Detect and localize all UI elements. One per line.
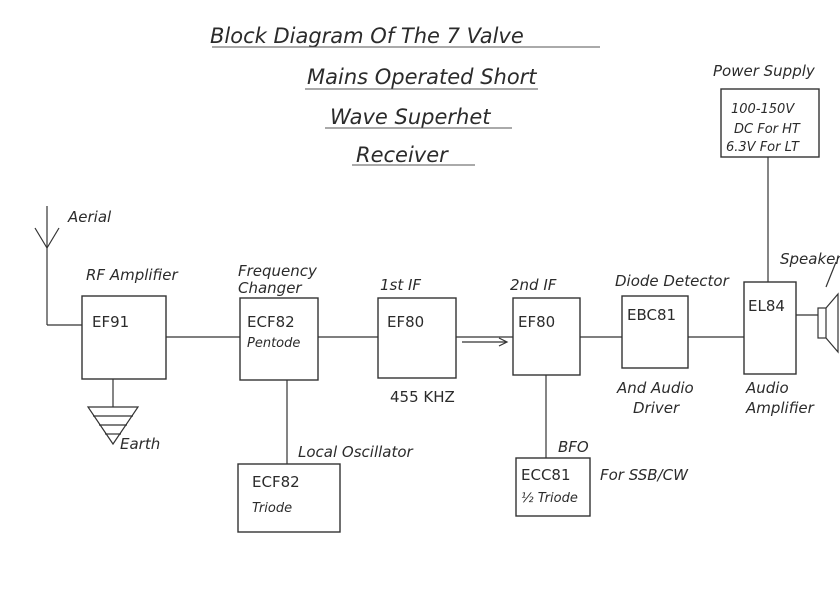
first-if-label: 1st IF bbox=[380, 276, 421, 294]
earth-label: Earth bbox=[120, 435, 160, 453]
diode-detector-label: Diode Detector bbox=[615, 272, 730, 290]
bfo-note: For SSB/CW bbox=[600, 466, 689, 484]
block-diode-detector: Diode Detector EBC81 And Audio Driver bbox=[615, 272, 730, 417]
block-frequency-changer: Frequency Changer ECF82 Pentode bbox=[238, 262, 319, 381]
bfo-sub: ½ Triode bbox=[521, 491, 578, 506]
block-first-if: 1st IF EF80 bbox=[377, 276, 457, 379]
speaker-label: Speaker bbox=[780, 250, 840, 268]
signal-chain-wires bbox=[166, 314, 818, 464]
power-supply-label: Power Supply bbox=[713, 62, 816, 80]
block-second-if: 2nd IF EF80 bbox=[510, 276, 581, 376]
second-if-valve: EF80 bbox=[518, 313, 555, 331]
frequency-changer-valve: ECF82 bbox=[247, 313, 295, 331]
earth: Earth bbox=[86, 406, 160, 453]
power-supply-line-2: DC For HT bbox=[734, 122, 801, 137]
aerial-arm-left bbox=[34, 227, 48, 249]
speaker-magnet-icon bbox=[817, 307, 827, 339]
audio-amplifier-below-2: Amplifier bbox=[745, 399, 815, 417]
title-line-2: Mains Operated Short bbox=[307, 65, 537, 89]
second-if-label: 2nd IF bbox=[510, 276, 557, 294]
aerial-arm-right bbox=[46, 227, 60, 249]
bfo-valve: ECC81 bbox=[521, 466, 571, 484]
diode-detector-valve: EBC81 bbox=[627, 306, 676, 324]
power-supply: Power Supply 100-150V DC For HT 6.3V For… bbox=[713, 62, 820, 282]
local-oscillator-box bbox=[237, 463, 341, 533]
rf-amplifier-valve: EF91 bbox=[92, 313, 129, 331]
rf-amplifier-label: RF Amplifier bbox=[86, 266, 178, 284]
frequency-changer-sub: Pentode bbox=[247, 336, 300, 351]
if-frequency-note: 455 KHZ bbox=[390, 337, 509, 406]
title-line-4: Receiver bbox=[356, 143, 449, 167]
speaker: Speaker bbox=[780, 250, 840, 354]
title: Block Diagram Of The 7 Valve Mains Opera… bbox=[210, 24, 600, 167]
bfo-label: BFO bbox=[558, 438, 589, 456]
audio-amplifier-valve: EL84 bbox=[748, 297, 785, 315]
title-line-3: Wave Superhet bbox=[330, 105, 491, 129]
frequency-changer-label-1: Frequency bbox=[238, 262, 318, 280]
second-if-box bbox=[512, 297, 581, 376]
if-arrow-head-icon bbox=[498, 337, 509, 347]
aerial-label: Aerial bbox=[67, 208, 112, 226]
diode-detector-box bbox=[621, 295, 689, 369]
speaker-pointer bbox=[825, 261, 837, 288]
frequency-changer-box bbox=[239, 297, 319, 381]
rf-amplifier-box bbox=[81, 295, 167, 380]
audio-amplifier-below-1: Audio bbox=[745, 379, 789, 397]
diode-detector-below-2: Driver bbox=[633, 399, 680, 417]
power-supply-box bbox=[720, 88, 820, 158]
block-bfo: BFO ECC81 ½ Triode For SSB/CW bbox=[515, 438, 689, 517]
power-supply-line-1: 100-150V bbox=[731, 102, 795, 117]
audio-amplifier-box bbox=[743, 281, 797, 375]
if-frequency: 455 KHZ bbox=[390, 388, 455, 406]
frequency-changer-label-2: Changer bbox=[238, 279, 302, 297]
block-audio-amplifier: EL84 Audio Amplifier bbox=[743, 281, 815, 417]
diode-detector-below-1: And Audio bbox=[616, 379, 694, 397]
block-local-oscillator: Local Oscillator ECF82 Triode bbox=[237, 443, 414, 533]
local-oscillator-label: Local Oscillator bbox=[298, 443, 414, 461]
first-if-box bbox=[377, 297, 457, 379]
speaker-cone-icon bbox=[825, 292, 839, 354]
local-oscillator-valve: ECF82 bbox=[252, 473, 300, 491]
bfo-box bbox=[515, 457, 591, 517]
title-line-1: Block Diagram Of The 7 Valve bbox=[210, 24, 524, 48]
power-supply-line-3: 6.3V For LT bbox=[726, 140, 800, 155]
aerial: Aerial bbox=[34, 206, 112, 326]
local-oscillator-sub: Triode bbox=[252, 501, 292, 516]
first-if-valve: EF80 bbox=[387, 313, 424, 331]
block-rf-amplifier: RF Amplifier EF91 bbox=[81, 266, 178, 407]
